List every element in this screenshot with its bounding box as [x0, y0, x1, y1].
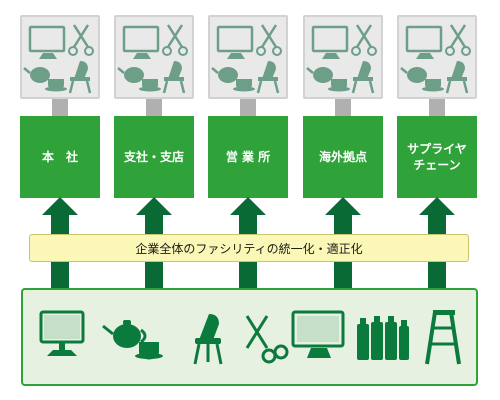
- up-arrow-head: [42, 197, 78, 215]
- banner-text: 企業全体のファシリティの統一化・適正化: [135, 241, 363, 256]
- base-icons: [39, 310, 461, 365]
- up-arrow-stem: [428, 261, 446, 289]
- monitor-icon: [122, 25, 160, 59]
- tv-icon: [291, 310, 345, 358]
- site-box-supplier-chain: サプライヤ チェーン: [397, 116, 477, 198]
- site-box-sales-office: 営 業 所: [208, 116, 288, 198]
- site-box-head-office: 本 社: [20, 116, 100, 198]
- scissors-icon: [68, 24, 94, 56]
- chair-icon: [193, 314, 223, 365]
- chair-icon: [162, 61, 186, 94]
- chair-icon: [68, 61, 92, 94]
- up-arrow-stem: [51, 214, 69, 235]
- site-box-overseas: 海外拠点: [303, 116, 383, 198]
- up-arrow-stem: [428, 214, 446, 235]
- tea-set-icon: [23, 67, 67, 92]
- tea-set-icon: [400, 67, 444, 92]
- up-arrow-stem: [239, 214, 257, 235]
- scissors-icon: [256, 24, 282, 56]
- up-arrow-head: [136, 197, 172, 215]
- monitor-icon: [28, 25, 66, 59]
- scissors-icon: [162, 24, 188, 56]
- monitor-icon: [216, 25, 254, 59]
- card-connector: [429, 99, 445, 116]
- site-box-branch: 支社・支店: [114, 116, 194, 198]
- card-connector: [240, 99, 256, 116]
- asset-card: [303, 15, 383, 99]
- chair-icon: [256, 61, 280, 94]
- unification-banner: 企業全体のファシリティの統一化・適正化: [29, 234, 469, 262]
- up-arrow-head: [325, 197, 361, 215]
- up-arrow-head: [419, 197, 455, 215]
- up-arrow-stem: [334, 214, 352, 235]
- monitor-icon: [405, 25, 443, 59]
- card-connector: [335, 99, 351, 116]
- asset-card: [20, 15, 100, 99]
- tea-set-icon: [117, 67, 161, 92]
- stepladder-icon: [425, 310, 461, 365]
- bottles-icon: [357, 316, 409, 360]
- scissors-icon: [245, 315, 289, 364]
- up-arrow-stem: [145, 214, 163, 235]
- scissors-icon: [351, 24, 377, 56]
- scissors-icon: [445, 24, 471, 56]
- up-arrow-stem: [334, 261, 352, 289]
- monitor-icon: [311, 25, 349, 59]
- tea-set-icon: [102, 320, 163, 360]
- up-arrow-head: [230, 197, 266, 215]
- up-arrow-stem: [239, 261, 257, 289]
- asset-card: [114, 15, 194, 99]
- asset-card: [397, 15, 477, 99]
- up-arrow-stem: [51, 261, 69, 289]
- asset-card: [208, 15, 288, 99]
- desktop-monitor-icon: [39, 310, 85, 356]
- up-arrow-stem: [145, 261, 163, 289]
- chair-icon: [351, 61, 375, 94]
- chair-icon: [445, 61, 469, 94]
- tea-set-icon: [211, 67, 255, 92]
- tea-set-icon: [306, 67, 350, 92]
- card-connector: [146, 99, 162, 116]
- assets-base-panel: [21, 288, 478, 386]
- card-connector: [52, 99, 68, 116]
